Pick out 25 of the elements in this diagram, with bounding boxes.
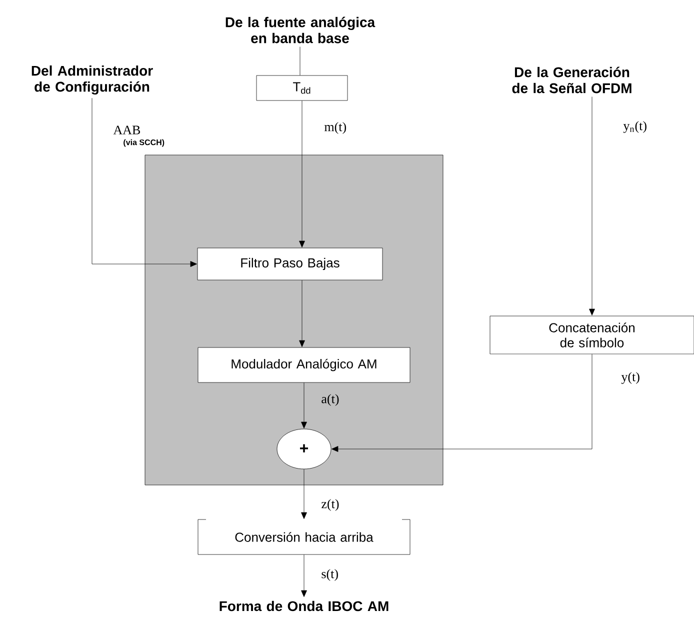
edge-label: y(t) bbox=[621, 372, 640, 384]
arrow bbox=[301, 469, 307, 519]
edge-label: a(t) bbox=[322, 394, 339, 406]
arrow bbox=[301, 554, 307, 597]
arrow bbox=[299, 280, 305, 347]
process-box: T$_{dd}$ bbox=[256, 75, 348, 101]
arrow bbox=[332, 354, 592, 452]
arrow bbox=[589, 96, 595, 316]
process-box: Filtro Paso Bajas bbox=[197, 248, 383, 280]
process-box: Modulador Analógico AM bbox=[198, 347, 410, 383]
edge-label: AAB bbox=[113, 126, 140, 134]
heading: Del Administrador de Configuración bbox=[32, 65, 153, 95]
heading: Forma de Onda IBOC AM bbox=[220, 600, 388, 612]
note: (via SCCH) bbox=[124, 139, 164, 147]
arrow bbox=[301, 382, 307, 428]
arrow bbox=[92, 98, 197, 267]
edge-label: s(t) bbox=[322, 569, 338, 581]
edge-label: z(t) bbox=[322, 499, 339, 511]
edge-label: y$_{n}$(t) bbox=[623, 121, 646, 133]
heading: De la Generación de la Señal OFDM bbox=[512, 66, 632, 94]
heading: De la fuente analógica en banda base bbox=[226, 16, 376, 44]
process-box: Concatenación de símbolo bbox=[490, 316, 694, 354]
arrow bbox=[299, 100, 305, 248]
process-box: Conversión hacia arriba bbox=[198, 519, 410, 555]
edge-label: m(t) bbox=[324, 122, 346, 134]
